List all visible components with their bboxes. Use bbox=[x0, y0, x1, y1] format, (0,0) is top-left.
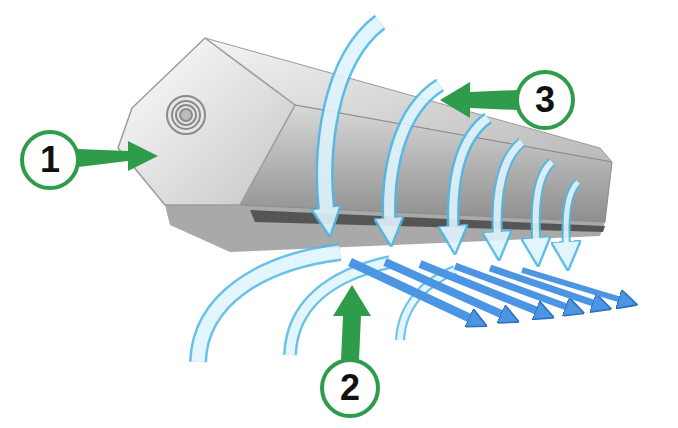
air-arrow bbox=[325, 22, 380, 222]
callout-number: 1 bbox=[20, 130, 80, 190]
air-arrow bbox=[497, 142, 522, 246]
housing bbox=[118, 38, 612, 252]
air-arrow bbox=[389, 85, 440, 232]
callout-pointer bbox=[78, 141, 158, 171]
air-arrow bbox=[536, 162, 552, 252]
air-arrow bbox=[536, 162, 552, 252]
intake-air-arrows bbox=[325, 22, 578, 256]
air-arrow bbox=[198, 252, 340, 362]
lower-air-arrows bbox=[198, 252, 455, 362]
air-arrow bbox=[389, 85, 440, 232]
air-arrow bbox=[325, 22, 380, 222]
callout-pointer bbox=[440, 82, 517, 118]
air-arrow bbox=[566, 182, 578, 256]
end-cap bbox=[118, 38, 295, 205]
air-arrow bbox=[566, 182, 578, 256]
discharge-air-arrows bbox=[350, 262, 628, 322]
discharge-arrow bbox=[522, 270, 628, 302]
callout-pointer bbox=[333, 285, 371, 360]
air-arrow bbox=[198, 252, 340, 362]
air-arrow bbox=[453, 118, 488, 240]
air-arrow bbox=[497, 142, 522, 246]
threaded-hole bbox=[167, 96, 205, 134]
callout-number: 2 bbox=[320, 358, 380, 418]
callout-pointers bbox=[78, 82, 517, 360]
outlet-slot bbox=[250, 210, 605, 232]
callout-number: 3 bbox=[515, 70, 575, 130]
air-arrow bbox=[453, 118, 488, 240]
